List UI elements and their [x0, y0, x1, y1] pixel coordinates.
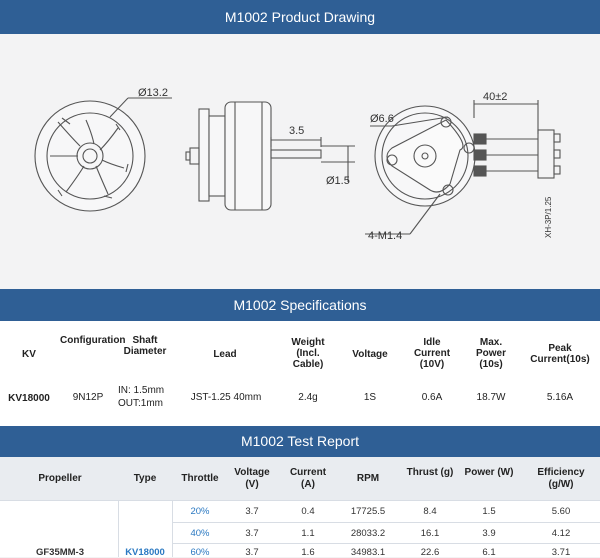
- test-propeller: GF35MM-3: [35, 547, 85, 558]
- row-efficiency: 4.12: [551, 528, 571, 539]
- spec-voltage: 1S: [363, 392, 377, 403]
- test-header-propeller: Propeller: [38, 473, 82, 484]
- dim-mount-diameter: Ø6.6: [370, 113, 394, 125]
- row-throttle: 40%: [190, 528, 210, 539]
- spec-config: 9N12P: [72, 392, 104, 403]
- spec-header-maxpower: Max. Power (10s): [475, 337, 506, 370]
- test-title: M1002 Test Report: [0, 426, 600, 457]
- row-power: 6.1: [482, 547, 496, 558]
- side-view: [185, 101, 355, 211]
- row-rpm: 34983.1: [350, 547, 386, 558]
- spec-header-config: Configuration: [60, 335, 126, 346]
- row-power: 3.9: [482, 528, 496, 539]
- spec-header-shaft: Shaft Diameter: [123, 335, 167, 357]
- test-header-thrust: Thrust (g): [406, 467, 454, 478]
- spec-lead: JST-1.25 40mm: [190, 392, 262, 403]
- test-header-throttle: Throttle: [181, 473, 219, 484]
- specs-table: KV Configuration Shaft Diameter Lead Wei…: [0, 321, 600, 426]
- spec-shaft: IN: 1.5mm OUT:1mm: [118, 385, 165, 409]
- row-rpm: 28033.2: [350, 528, 386, 539]
- back-view: [365, 100, 561, 235]
- front-view: [34, 97, 172, 212]
- test-header-rpm: RPM: [356, 473, 380, 484]
- row-voltage: 3.7: [245, 506, 259, 517]
- test-type: KV18000: [125, 547, 165, 558]
- row-efficiency: 5.60: [551, 506, 571, 517]
- spec-peak: 5.16A: [546, 392, 574, 403]
- drawing-title: M1002 Product Drawing: [0, 0, 600, 34]
- row-throttle: 60%: [190, 547, 210, 558]
- dim-screw: 4-M1.4: [368, 230, 402, 242]
- test-header-efficiency: Efficiency (g/W): [537, 467, 585, 490]
- test-header-power: Power (W): [464, 467, 514, 478]
- row-rpm: 17725.5: [350, 506, 386, 517]
- spec-weight: 2.4g: [298, 392, 318, 403]
- test-table: Propeller Type Throttle Voltage (V) Curr…: [0, 457, 600, 558]
- row-power: 1.5: [482, 506, 496, 517]
- row-throttle: 20%: [190, 506, 210, 517]
- row-thrust: 8.4: [423, 506, 437, 517]
- dim-outer-diameter: Ø13.2: [138, 87, 168, 99]
- test-header-current: Current (A): [289, 467, 327, 490]
- row-efficiency: 3.71: [551, 547, 571, 558]
- spec-header-idle: Idle Current (10V): [413, 337, 451, 370]
- spec-header-weight: Weight (Incl. Cable): [291, 337, 325, 370]
- row-thrust: 16.1: [420, 528, 440, 539]
- row-current: 0.4: [301, 506, 315, 517]
- spec-header-lead: Lead: [213, 349, 237, 360]
- test-header-row: Propeller Type Throttle Voltage (V) Curr…: [0, 457, 600, 500]
- dim-shaft-diameter: Ø1.5: [326, 175, 350, 187]
- spec-header-peak: Peak Current(10s): [530, 343, 590, 365]
- product-drawing: Ø13.2 3.5 Ø1.5 Ø6.6 40±2 4-M1.4 XH-3P/1.…: [0, 34, 600, 289]
- row-thrust: 22.6: [420, 547, 440, 558]
- dim-shaft-length: 3.5: [289, 125, 304, 137]
- spec-kv: KV18000: [8, 393, 50, 404]
- row-current: 1.6: [301, 547, 315, 558]
- spec-idle: 0.6A: [421, 392, 443, 403]
- dim-connector: XH-3P/1.25: [544, 196, 553, 238]
- row-voltage: 3.7: [245, 528, 259, 539]
- row-voltage: 3.7: [245, 547, 259, 558]
- test-header-type: Type: [133, 473, 157, 484]
- spec-header-voltage: Voltage: [352, 349, 388, 360]
- row-current: 1.1: [301, 528, 315, 539]
- test-header-voltage: Voltage (V): [234, 467, 270, 490]
- dim-lead-length: 40±2: [483, 91, 507, 103]
- specs-title: M1002 Specifications: [0, 289, 600, 321]
- spec-header-kv: KV: [22, 349, 36, 360]
- spec-maxpower: 18.7W: [476, 392, 506, 403]
